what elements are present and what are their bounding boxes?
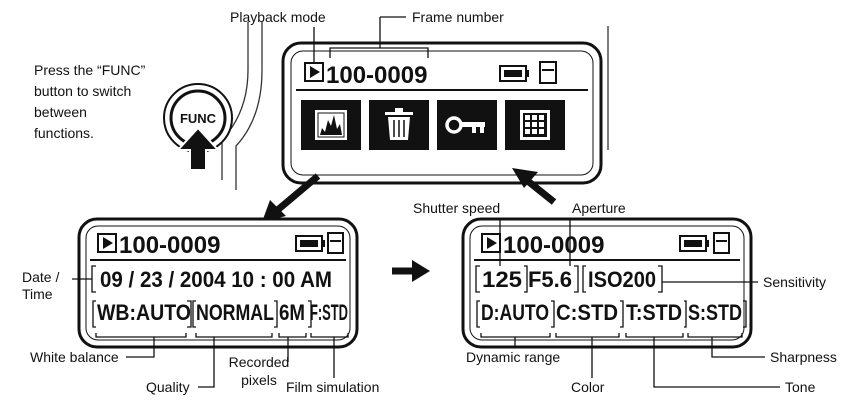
right-frame-number: 100-0009 (503, 232, 604, 259)
histogram-icon[interactable] (301, 100, 361, 150)
pixels-value: 6M (279, 300, 305, 325)
quality-label: Quality (146, 379, 190, 395)
battery-icon (295, 235, 325, 252)
tone-value: T:STD (626, 300, 682, 325)
sharpness-value: S:STD (688, 300, 742, 325)
color-label: Color (571, 379, 605, 395)
aperture-label: Aperture (572, 200, 626, 216)
press-arrow-icon (175, 126, 221, 171)
quality-value: NORMAL (196, 300, 274, 325)
shutter-value: 125 (482, 267, 522, 292)
sensitivity-label: Sensitivity (763, 274, 826, 290)
press-func-line1: Press the “FUNC” (34, 62, 146, 78)
top-lcd-screen: 100-0009 (281, 41, 603, 185)
play-icon (304, 62, 324, 82)
iso-value: ISO200 (588, 267, 656, 292)
film-value: F:STD (310, 300, 348, 325)
recorded-pixels-label-line2: pixels (241, 372, 277, 388)
trash-icon[interactable] (369, 100, 429, 150)
film-simulation-label: Film simulation (286, 379, 379, 395)
shutter-speed-label: Shutter speed (413, 200, 500, 216)
wb-value: WB:AUTO (97, 300, 191, 325)
left-lcd-screen: 100-0009 09 / 23 / 2004 10 : 00 AM WB:AU… (77, 217, 359, 349)
playback-mode-label: Playback mode (230, 9, 326, 25)
quality-leader (198, 337, 215, 388)
play-icon (97, 233, 117, 253)
white-balance-leader (126, 337, 155, 358)
press-func-line4: functions. (34, 125, 94, 141)
left-frame-number: 100-0009 (119, 232, 220, 259)
arrow-down-left-icon (262, 173, 321, 222)
top-frame-number: 100-0009 (326, 62, 427, 89)
recorded-pixels-label-line1: Recorded (229, 354, 290, 370)
press-func-line2: button to switch (34, 83, 131, 99)
tone-leader (653, 337, 780, 388)
date-time-label-line2: Time (22, 286, 53, 302)
white-balance-label: White balance (30, 349, 119, 365)
play-icon (481, 233, 501, 253)
battery-icon (499, 65, 529, 82)
right-lcd-screen: 100-0009 125 F5.6 ISO200 D:AUTO C:STD T:… (461, 217, 753, 349)
arrow-up-left-icon (512, 168, 557, 205)
aperture-value: F5.6 (528, 267, 572, 292)
date-time-label-line1: Date / (22, 269, 59, 285)
frame-number-bracket (329, 47, 429, 58)
grid-icon[interactable] (505, 100, 565, 150)
func-button-label: FUNC (180, 111, 217, 126)
color-value: C:STD (556, 300, 618, 325)
memory-card-icon (713, 232, 730, 254)
tone-label: Tone (785, 379, 816, 395)
memory-card-icon (539, 61, 557, 84)
dynamic-range-value: D:AUTO (481, 300, 549, 325)
date-time-value: 09 / 23 / 2004 10 : 00 AM (100, 267, 332, 292)
sharpness-leader (711, 337, 765, 358)
key-icon[interactable] (437, 100, 497, 150)
frame-number-label: Frame number (412, 9, 504, 25)
press-func-line3: between (34, 104, 87, 120)
sharpness-label: Sharpness (770, 349, 837, 365)
arrow-right-icon (392, 260, 430, 282)
memory-card-icon (327, 232, 344, 254)
dynamic-range-label: Dynamic range (466, 349, 560, 365)
battery-icon (679, 235, 709, 252)
func-button[interactable]: FUNC (163, 83, 233, 153)
